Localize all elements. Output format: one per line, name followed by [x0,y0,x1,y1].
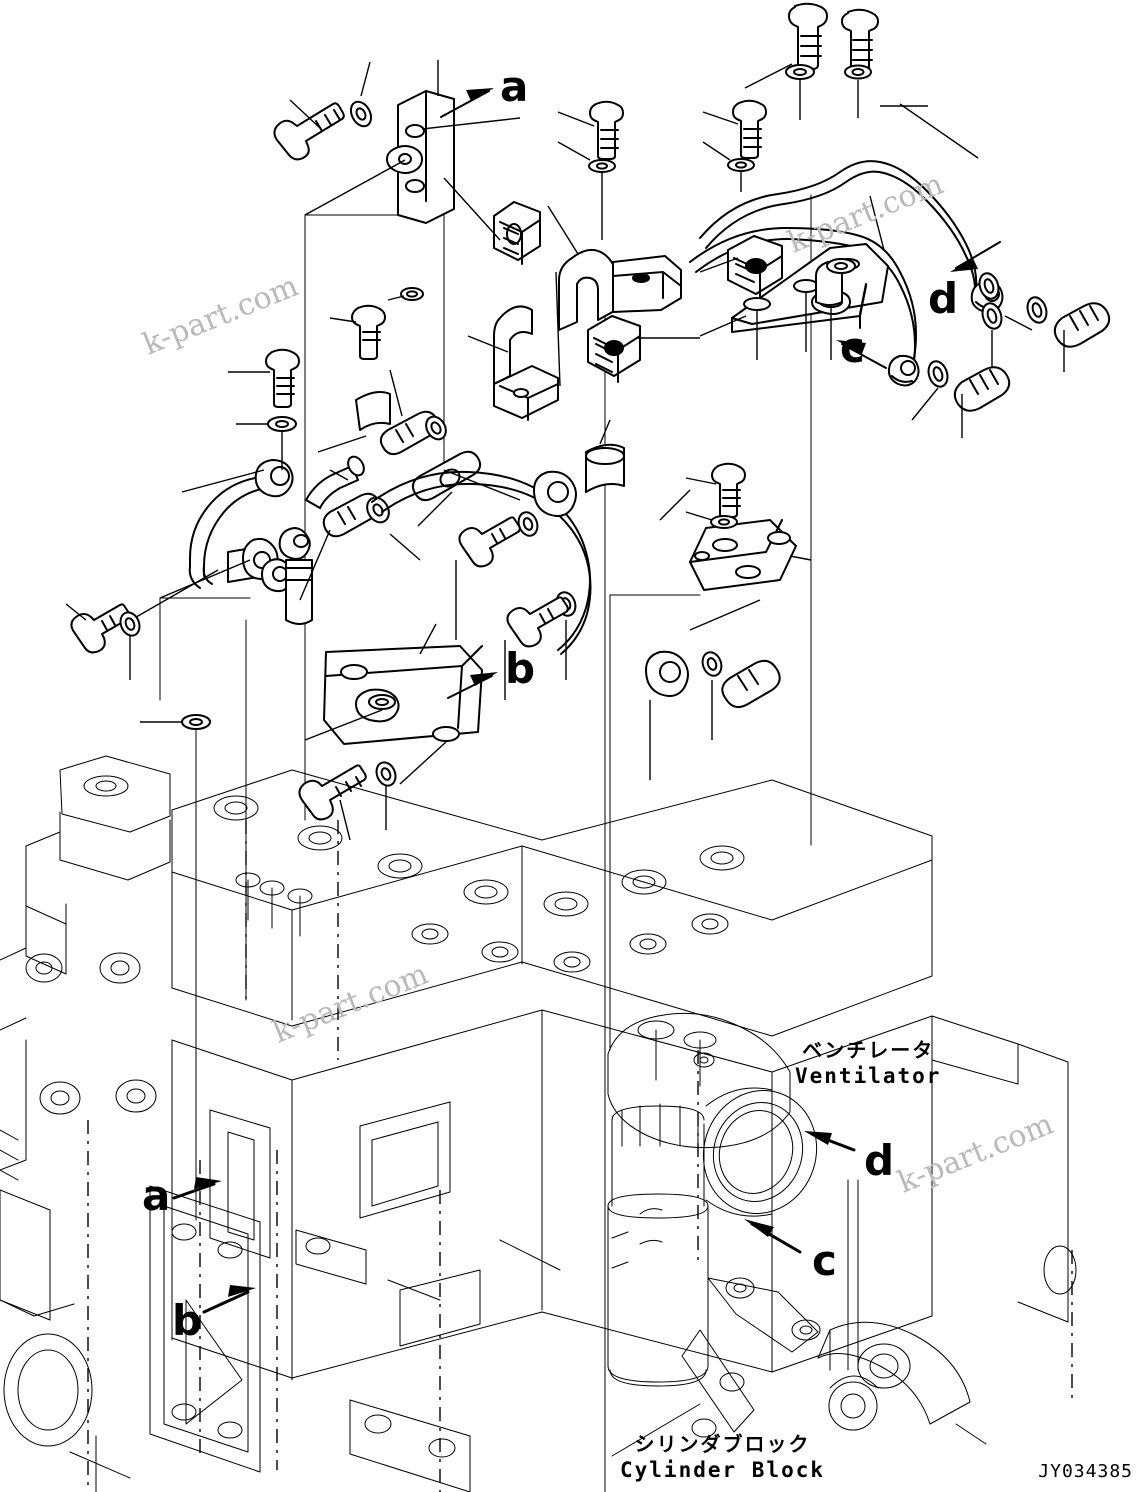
leader-lines-right-pipes [899,103,1065,438]
pipe-clamp-center [558,248,682,331]
banjo-bolts-right [953,302,1111,412]
bolt-plate-b [298,761,397,821]
leader-lines-upper-center [557,111,742,240]
bolt-lower-right [710,462,746,529]
callout-d-lower: d [864,1136,895,1185]
callout-d-upper: d [928,274,959,323]
callout-a-upper: a [500,62,529,111]
label-cylinder-block: シリンダブロック Cylinder Block [620,1432,825,1483]
label-cylinder-block-en: Cylinder Block [620,1458,826,1482]
leader-lines-left [65,295,405,723]
mounting-plate-a [386,90,455,224]
callout-b-upper: b [505,644,536,693]
centerlines [87,820,1073,1492]
callout-a-lower: a [142,1171,171,1220]
drawing-number: JY034385 [1038,1461,1133,1482]
label-ventilator: ベンチレータ Ventilator [795,1038,941,1089]
fuel-junction-left [227,455,365,625]
fuel-pipe-center-lower [371,443,689,697]
mounting-bracket-lower-right [689,519,797,591]
seal-washers-right [927,272,1048,388]
rubber-clamp-1 [493,201,541,265]
bolt-group-upper-center [588,99,767,173]
leader-lines-center-lower [443,419,761,780]
callout-arrow-b-lower [202,1285,256,1314]
leader-lines-clamps [443,177,739,387]
fuel-pipe-left [188,459,294,589]
label-ventilator-en: Ventilator [795,1064,942,1088]
rubber-clamp-3 [727,235,783,301]
mounting-bracket-right [731,243,889,333]
bolt-group-top-right [785,2,879,80]
leader-lines-mid-left [123,369,453,625]
label-cylinder-block-jp: シリンダブロック [634,1432,811,1456]
leader-lines-bracket-right [699,195,885,360]
engine-assembly [0,755,1077,1492]
rubber-clamp-2 [587,315,641,383]
construction-lines [159,177,812,1492]
callout-c-lower: c [812,1236,837,1285]
label-ventilator-jp: ベンチレータ [802,1038,935,1062]
bracket-left-center [493,305,559,421]
callout-arrow-d-lower [804,1131,856,1152]
leader-lines-top-right [744,63,928,120]
eye-fittings-mid [322,391,482,538]
callout-arrow-a-lower [172,1177,222,1200]
bolt-left-mid [265,348,300,432]
callout-b-lower: b [172,1296,203,1345]
leader-lines-plate-a [289,60,521,216]
callout-arrow-a-upper [440,88,494,118]
callout-c-upper: c [840,323,865,372]
leader-lines-plate-b [304,623,447,841]
bolts-center-lower [458,516,781,709]
bolt-left-upper [351,287,424,360]
bolt-bottom-left [70,603,211,730]
engine-reference-lines [195,619,701,1457]
callout-arrow-b-upper [447,672,498,699]
callout-arrow-c-lower [744,1219,802,1254]
bolt-top-left [273,100,373,161]
seal-washers-center [517,511,723,677]
mounting-plate-b [323,645,483,745]
leader-lines-lower-right-bracket [685,477,812,561]
callout-arrow-d-upper [950,241,1001,272]
callout-arrow-c-upper [836,340,887,369]
